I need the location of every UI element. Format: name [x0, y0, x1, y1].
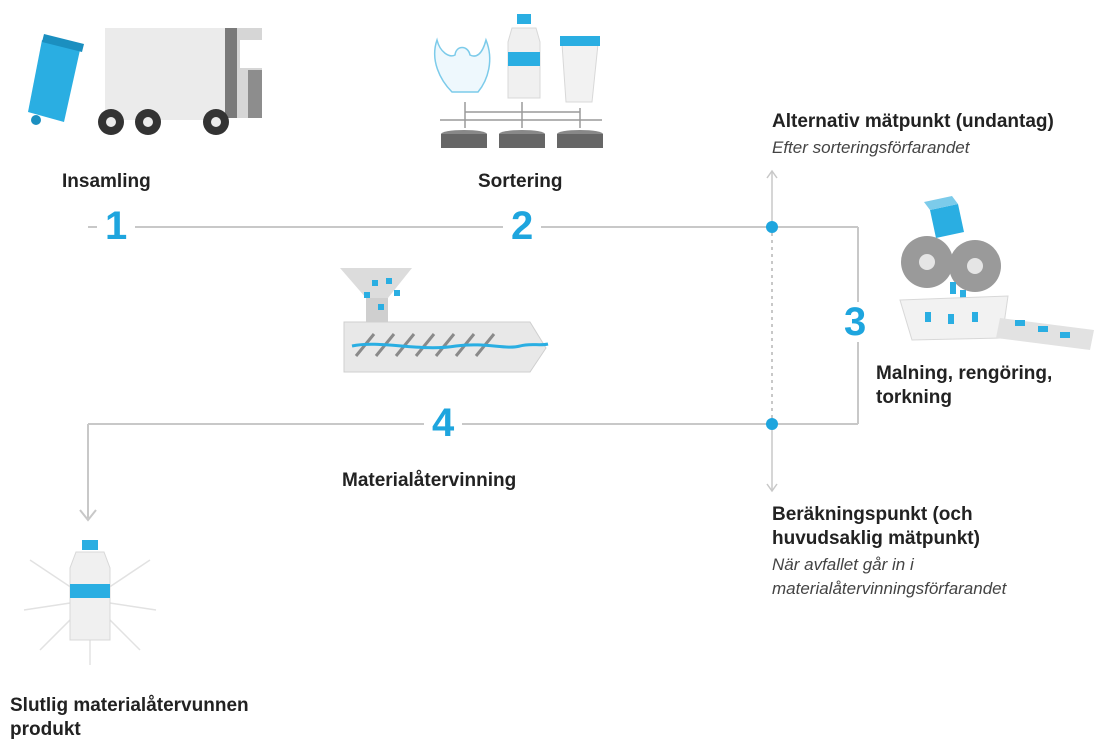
recycled-bottle-icon [23, 540, 157, 665]
alt-point-title: Alternativ mätpunkt (undantag) [772, 111, 1054, 132]
garbage-truck-icon [28, 28, 262, 135]
step-number-4: 4 [424, 403, 463, 443]
step-number-2: 2 [503, 206, 542, 246]
final-product-label: Slutlig materialåtervunnen produkt [10, 695, 249, 740]
step-number-3: 3 [836, 302, 875, 342]
step-label-malning: Malning, rengöring, torkning [876, 363, 1053, 408]
alt-point-subtitle: Efter sorteringsförfarandet [772, 138, 970, 157]
step-label-insamling: Insamling [62, 171, 151, 192]
arrow-down-small-icon [766, 483, 778, 493]
grinder-icon [899, 196, 1094, 350]
arrow-up-icon [766, 169, 778, 179]
extruder-icon [340, 268, 549, 373]
step-label-materialatervinning: Materialåtervinning [342, 470, 517, 491]
alt-measurement-dot [766, 221, 778, 233]
sorting-waste-icon [433, 14, 603, 148]
calc-measurement-dot [766, 418, 778, 430]
step-number-1: 1 [97, 206, 136, 246]
calc-point-subtitle: När avfallet går in i materialåtervinnin… [772, 555, 1007, 598]
step-label-sortering: Sortering [478, 171, 563, 192]
arrow-down-icon [79, 509, 97, 522]
calc-point-title: Beräkningspunkt (och huvudsaklig mätpunk… [772, 504, 980, 549]
